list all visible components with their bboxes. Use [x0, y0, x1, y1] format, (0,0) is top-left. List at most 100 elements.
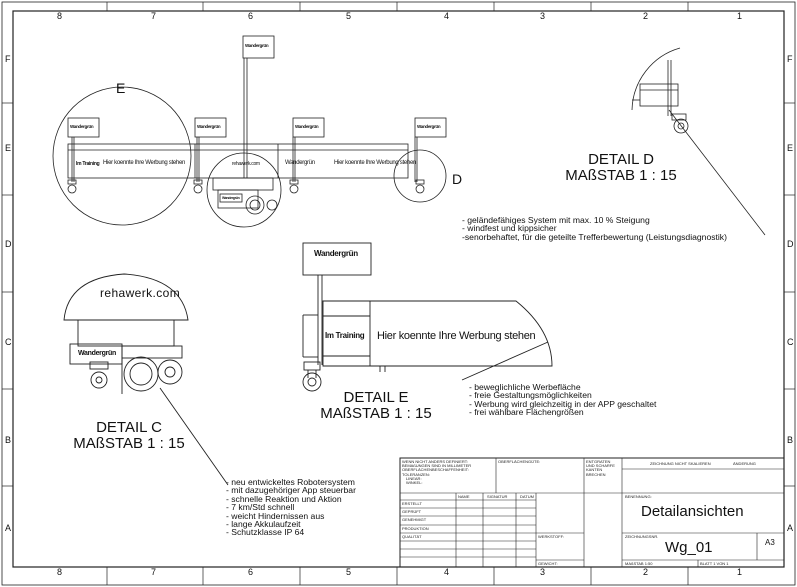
tb-row-created: ERSTELLT [402, 501, 422, 506]
note-item: - geländefähiges System mit max. 10 % St… [462, 215, 650, 225]
tb-row-approved: GENEHMIGT [402, 517, 427, 522]
tb-edges-line: ENTGRATEN [586, 459, 611, 464]
tb-col-date: DATUM [520, 494, 534, 499]
zone-row-f-right: F [787, 54, 793, 64]
tb-edges-line: BRECHEN [586, 471, 606, 477]
zone-col-4-top: 4 [444, 11, 450, 21]
note-item: - frei wählbare Flächengrößen [469, 407, 584, 418]
tb-edges-line: UND SCHARFE [586, 463, 615, 469]
zone-col-8-top: 8 [57, 11, 63, 21]
tb-edges: ENTGRATEN UND SCHARFE KANTEN BRECHEN [586, 459, 615, 477]
tb-sheet: BLATT 1 VON 1 [700, 561, 729, 566]
tb-scale: MAßSTAB 1:50 [625, 561, 653, 566]
zone-col-6-bottom: 6 [248, 567, 254, 577]
tb-surface: OBERFLÄCHENGÜTE: [498, 459, 541, 464]
notes-bottom: - neu entwickeltes Robotersystem - mit d… [226, 477, 356, 536]
tb-col-name: NAME [458, 494, 470, 499]
zone-row-f-left: F [5, 54, 11, 64]
zone-row-d-left: D [5, 239, 12, 249]
zone-col-7-top: 7 [151, 11, 157, 21]
zone-col-5-top: 5 [346, 11, 352, 21]
detail-d-title-line2: MAßSTAB 1 : 15 [565, 167, 677, 184]
banner-tagline-main: Im Training [76, 161, 100, 167]
callout-d: D [452, 171, 463, 187]
tb-col-signature: SIGNATUR [487, 494, 508, 499]
tb-general-note: WENN NICHT ANDERS DEFINIERT: BEMAßUNGEN … [402, 459, 472, 486]
banner-text-main-2: Hier koennte Ihre Werbung stehen [334, 160, 417, 166]
detail-e-view [302, 242, 553, 392]
drawing-number: Wg_01 [665, 539, 713, 556]
zone-col-2-bottom: 2 [643, 567, 649, 577]
detail-d-circle [393, 149, 447, 203]
zone-col-4-bottom: 4 [444, 567, 450, 577]
tb-drawing-no-label: ZEICHNUNGSNR. [625, 534, 659, 539]
note-item: - freie Gestaltungsmöglichkeiten [469, 390, 592, 401]
main-view [52, 35, 447, 228]
drawing-title: Detailansichten [641, 503, 744, 520]
note-item: -senorbehaftet, für die geteilte Treffer… [462, 231, 727, 242]
zone-col-5-bottom: 5 [346, 567, 352, 577]
zone-col-6-top: 6 [248, 11, 254, 21]
tb-note-line: OBERFLÄCHENBESCHAFFENHEIT: [402, 467, 469, 473]
detail-c-sign: Wandergrün [78, 350, 116, 357]
notes-mid: - beweglichliche Werbefläche - freie Ges… [469, 382, 657, 418]
banner-text-main-1: Hier koennte Ihre Werbung stehen [103, 160, 186, 166]
sign-text-4: Wandergrün [417, 124, 441, 129]
note-item: - mit dazugehöriger App steuerbar [226, 485, 356, 496]
note-item: - 7 km/Std schnell [226, 502, 295, 513]
note-item: - weicht Hindernissen aus [226, 510, 325, 521]
tb-note-line: WENN NICHT ANDERS DEFINIERT: [402, 459, 468, 464]
zone-row-e-right: E [787, 143, 794, 153]
detail-c-brand: rehawerk.com [100, 286, 181, 300]
detail-e-sign-text: Wandergrün [314, 249, 358, 258]
note-item: - windfest und kippsicher [462, 223, 557, 234]
detail-d-view [631, 47, 766, 236]
note-item: - Werbung wird gleichzeitig in der APP g… [469, 398, 657, 409]
banner-sign-main: Wandergrün [285, 160, 315, 166]
zone-col-3-top: 3 [540, 11, 546, 21]
zone-row-a-right: A [787, 523, 794, 533]
detail-c-title: DETAIL C MAßSTAB 1 : 15 [56, 420, 202, 452]
tb-note-line: TOLERANZEN: [402, 471, 430, 477]
tb-no-scale: ZEICHNUNG NICHT SKALIEREN [650, 461, 711, 466]
detail-c-title-line2: MAßSTAB 1 : 15 [73, 435, 185, 452]
zone-row-c-left: C [5, 337, 12, 347]
tb-row-production: PRODUKTION [402, 526, 429, 531]
zone-col-1-bottom: 1 [737, 567, 743, 577]
zone-row-b-left: B [5, 435, 12, 445]
tb-name-label: BENENNUNG: [625, 494, 652, 499]
sign-text-1: Wandergrün [70, 124, 94, 129]
tb-note-line: LINEAR: [406, 475, 422, 481]
sign-text-2: Wandergrün [197, 124, 221, 129]
tb-row-quality: QUALITÄT [402, 534, 422, 539]
note-item: - lange Akkulaufzeit [226, 519, 301, 530]
detail-c-title-line1: DETAIL C [96, 419, 162, 436]
detail-e-circle [52, 86, 192, 226]
note-item: - schnelle Reaktion und Aktion [226, 493, 342, 504]
detail-e-title: DETAIL E MAßSTAB 1 : 15 [303, 390, 449, 422]
tb-revision: ÄNDERUNG [733, 461, 756, 466]
zone-col-7-bottom: 7 [151, 567, 157, 577]
zone-col-8-bottom: 8 [57, 567, 63, 577]
detail-c-view [63, 273, 229, 486]
detail-d-title-line1: DETAIL D [588, 151, 654, 168]
detail-e-ad-text: Hier koennte Ihre Werbung stehen [377, 330, 536, 342]
zone-col-3-bottom: 3 [540, 567, 546, 577]
inner-border [12, 10, 785, 568]
tb-note-line: WINKEL: [406, 480, 423, 486]
zone-row-d-right: D [787, 239, 794, 249]
detail-e-tagline: Im Training [325, 331, 365, 340]
sign-text-mast: Wandergrün [245, 43, 269, 48]
tb-note-line: BEMAßUNGEN SIND IN MILLIMETER [402, 463, 472, 469]
tb-row-checked: GEPRÜFT [402, 509, 422, 514]
zone-row-b-right: B [787, 435, 794, 445]
zone-col-2-top: 2 [643, 11, 649, 21]
callout-e: E [116, 80, 126, 96]
notes-top: - geländefähiges System mit max. 10 % St… [462, 215, 727, 242]
tb-weight: GEWICHT: [538, 561, 558, 566]
banner-brand-main: rehawerk.com [232, 161, 260, 167]
sign-text-3: Wandergrün [295, 124, 319, 129]
